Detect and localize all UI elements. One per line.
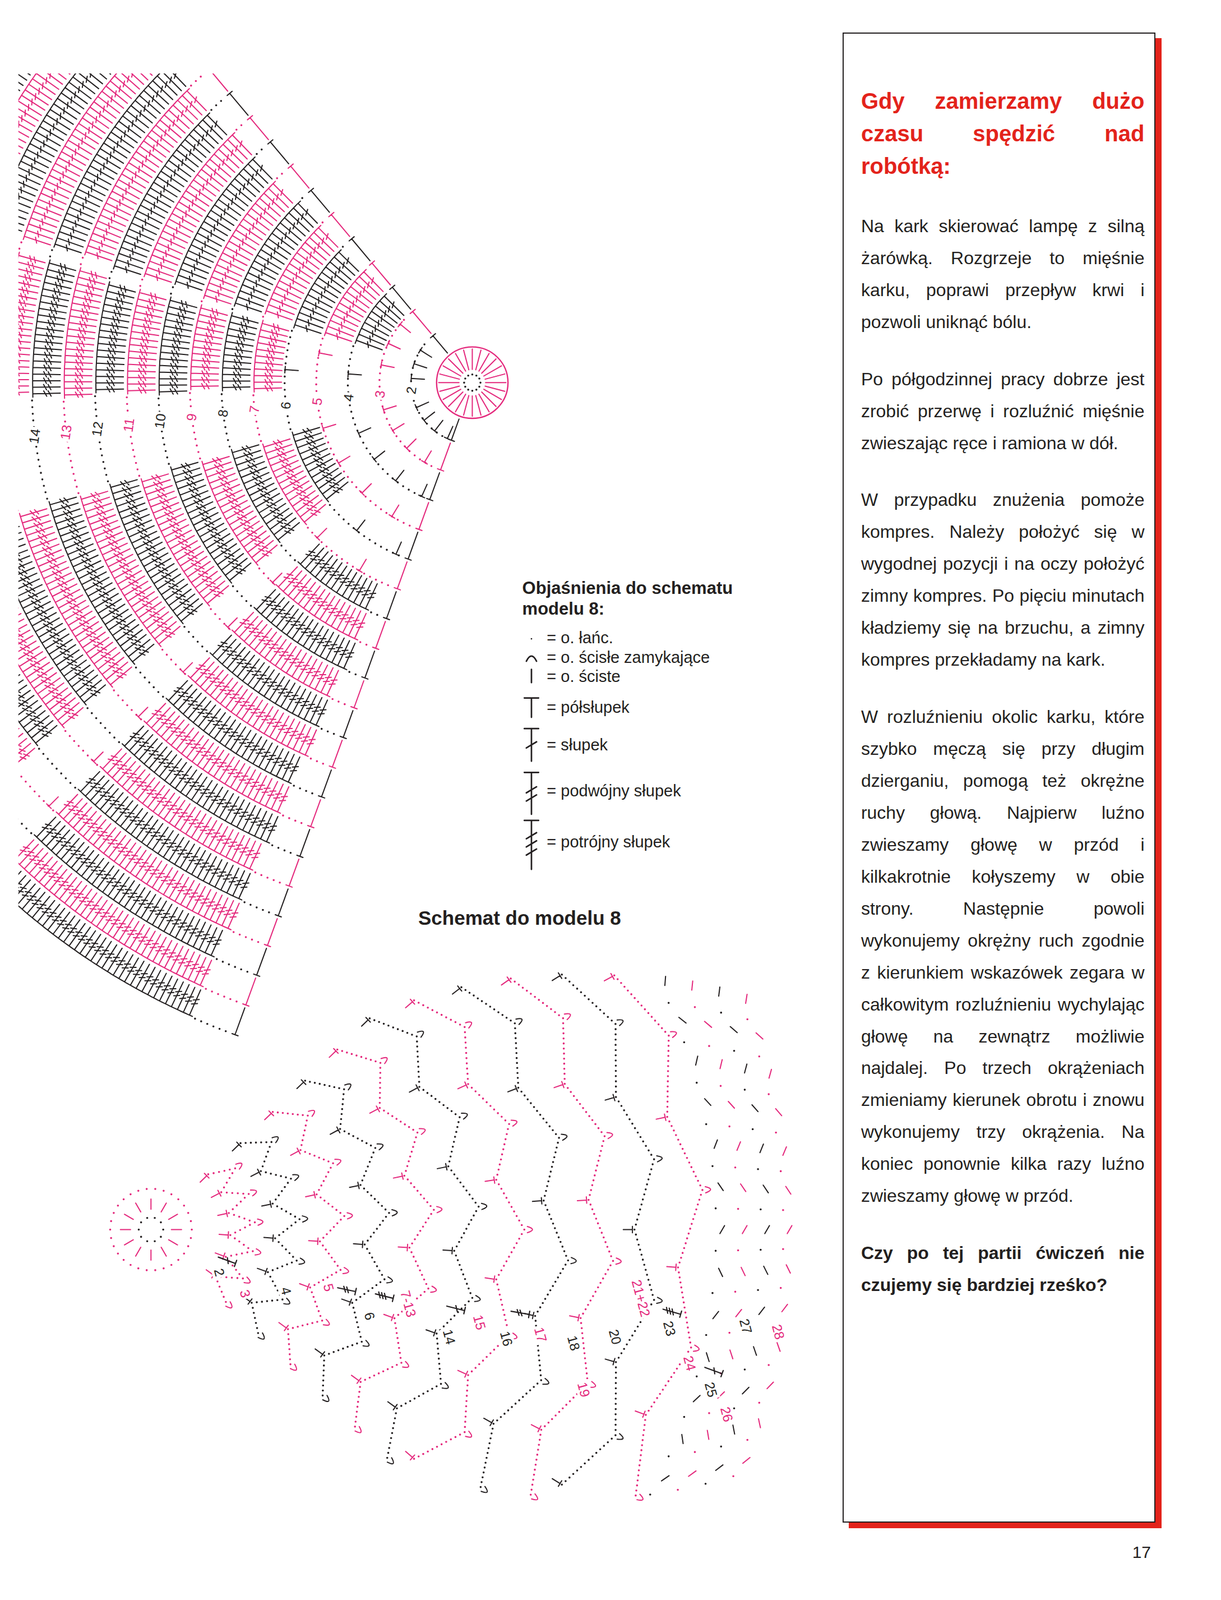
round-number: 13	[57, 422, 75, 443]
tip-box: Gdy zamierzamy dużo czasu spędzić nad ro…	[842, 32, 1156, 1523]
box-heading: Gdy zamierzamy dużo czasu spędzić nad ro…	[861, 84, 1145, 183]
legend-symbols	[524, 638, 539, 869]
round-number: 7	[246, 403, 263, 416]
round-number: 18	[563, 1331, 584, 1353]
round-number: 26	[717, 1403, 737, 1425]
legend-text: = podwójny słupek	[546, 782, 681, 799]
round-number: 21+22	[628, 1275, 654, 1320]
round-number: 19	[574, 1378, 594, 1400]
chain-dots	[18, 73, 443, 1031]
round-number: 15	[469, 1311, 489, 1333]
round-number: 8	[215, 406, 231, 420]
round-number: 20	[605, 1325, 625, 1347]
round-number: 3	[236, 1286, 254, 1301]
box-paragraph: Czy po tej partii ćwiczeń nie czujemy si…	[861, 1236, 1145, 1301]
ring-chain	[138, 1217, 164, 1241]
round-number: 3	[372, 387, 388, 401]
round-number: 5	[320, 1280, 337, 1295]
round-number: 27	[736, 1315, 756, 1337]
round-number: 4	[340, 391, 357, 405]
round-number: 28	[769, 1320, 789, 1342]
stitch-symbols	[232, 972, 770, 1493]
ring-outline	[436, 347, 508, 419]
round-number: 10	[151, 410, 169, 432]
lower-chart	[110, 972, 793, 1500]
ring-chain	[110, 1188, 193, 1270]
legend-text: = potrójny słupek	[546, 833, 670, 850]
legend-symbol	[526, 655, 537, 661]
round-number: 7-13	[396, 1287, 419, 1321]
round-number: 17	[531, 1323, 551, 1345]
box-paragraph: Na kark skierować lampę z silną żarówką.…	[861, 210, 1145, 339]
round-number: 2	[210, 1264, 228, 1279]
ring-stitches	[120, 1198, 182, 1260]
round-number: 9	[183, 410, 200, 424]
ring-chain	[464, 374, 481, 391]
ring-stitches	[438, 348, 506, 416]
box-paragraph: W rozluźnieniu okolic karku, które szybk…	[861, 700, 1145, 1212]
legend-text: = półsłupek	[546, 698, 630, 715]
round-number: 2	[403, 383, 420, 397]
legend-text: = o. ściste	[546, 668, 621, 685]
stitch-symbols	[218, 1256, 724, 1377]
round-number: 24	[680, 1352, 700, 1374]
round-number: 14	[26, 426, 44, 447]
round-number: 25	[701, 1378, 721, 1400]
legend-heading: Objaśnienia do schematu modelu 8:	[522, 577, 778, 619]
legend-text: = o. ścisłe zamykające	[546, 648, 710, 665]
center-ring	[436, 347, 508, 419]
legend-text: = słupek	[546, 736, 608, 753]
legend-symbol	[524, 638, 539, 869]
stitch-symbols	[18, 73, 460, 1036]
round-number: 23	[659, 1317, 679, 1339]
round-number: 16	[496, 1327, 516, 1349]
chain-dots	[240, 974, 761, 1495]
box-paragraph: W przypadku znużenia pomoże kompres. Nal…	[861, 483, 1145, 676]
round-number: 6	[278, 399, 294, 413]
page-number: 17	[1132, 1543, 1151, 1561]
stitch-symbols	[200, 973, 793, 1500]
round-number: 5	[309, 395, 326, 409]
round-number: 4	[276, 1283, 294, 1298]
box-paragraph: Po półgodzinnej pracy dobrze jest zrobić…	[861, 363, 1145, 460]
chain-dots	[207, 974, 783, 1495]
round-number: 11	[120, 414, 138, 434]
round-number: 14	[439, 1325, 459, 1347]
round-number: 6	[361, 1308, 378, 1323]
chart-title: Schemat do modelu 8	[418, 907, 622, 929]
round-number: 12	[89, 418, 106, 439]
upper-chart	[18, 73, 460, 1036]
legend-text: = o. łańc.	[546, 629, 614, 646]
